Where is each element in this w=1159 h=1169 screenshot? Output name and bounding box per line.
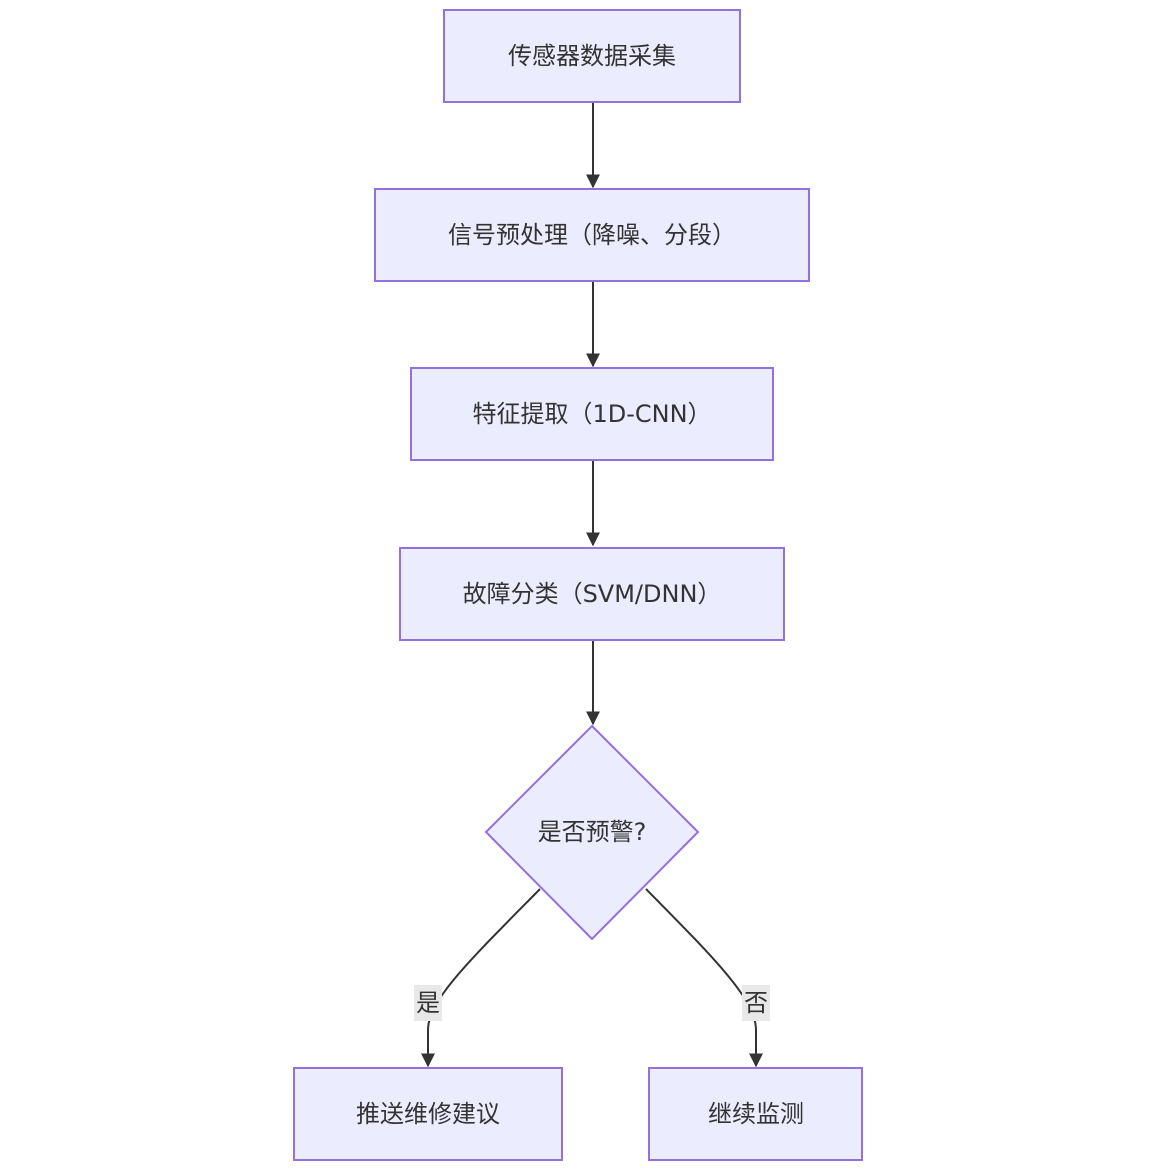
node-repair-label: 推送维修建议 [356,1100,500,1128]
node-extract: 特征提取（1D-CNN） [410,367,774,461]
node-collect: 传感器数据采集 [443,9,741,103]
node-preprocess-label: 信号预处理（降噪、分段） [448,221,736,249]
node-preprocess: 信号预处理（降噪、分段） [374,188,810,282]
node-monitor: 继续监测 [648,1067,863,1161]
node-decision: 是否预警? [484,724,700,941]
node-collect-label: 传感器数据采集 [508,42,676,70]
edge-decision-repair [421,888,541,1068]
node-classify-label: 故障分类（SVM/DNN） [463,580,722,608]
edge-label-no-text: 否 [744,989,768,1017]
node-monitor-label: 继续监测 [708,1100,804,1128]
node-repair: 推送维修建议 [293,1067,563,1161]
edge-label-no: 否 [742,985,770,1021]
node-classify: 故障分类（SVM/DNN） [399,547,785,641]
edge-label-yes-text: 是 [416,989,440,1017]
node-decision-label: 是否预警? [538,818,647,846]
node-extract-label: 特征提取（1D-CNN） [472,400,711,428]
edge-decision-monitor [645,888,763,1068]
edge-label-yes: 是 [414,985,442,1021]
